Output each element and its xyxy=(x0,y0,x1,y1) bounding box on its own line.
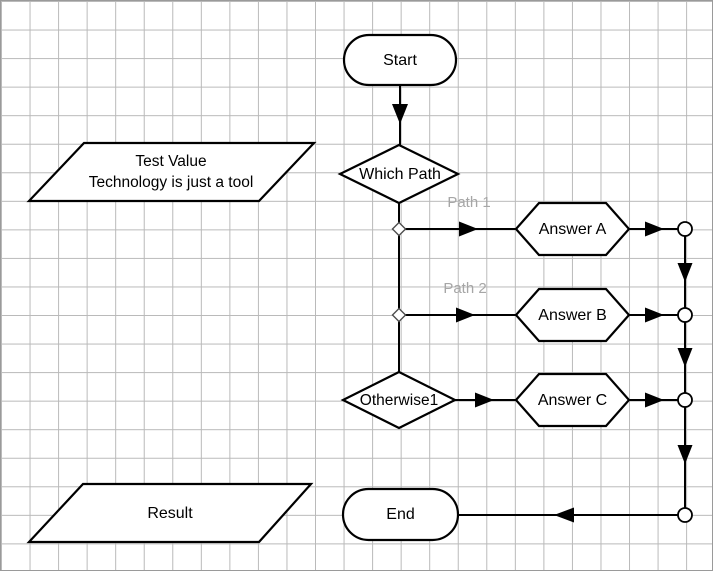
node-answer-b-hexagon[interactable] xyxy=(514,287,631,343)
node-answer-a-hexagon[interactable] xyxy=(514,201,631,257)
arrowhead-right-icon xyxy=(456,307,475,323)
connector-answer-c-out[interactable] xyxy=(629,392,678,408)
node-test-value-parallelogram[interactable] xyxy=(26,141,317,203)
arrowhead-right-icon xyxy=(459,221,478,237)
node-end-terminator[interactable] xyxy=(341,487,460,542)
junction-circle-4[interactable] xyxy=(677,507,693,523)
branch-diamond-handle-1[interactable] xyxy=(391,221,407,237)
arrowhead-right-icon xyxy=(645,307,664,323)
node-answer-c-hexagon[interactable] xyxy=(514,372,631,428)
arrowhead-right-icon xyxy=(645,221,664,237)
connector-right-rail-3[interactable] xyxy=(677,407,693,508)
junction-circle-1[interactable] xyxy=(677,221,693,237)
connector-to-end[interactable] xyxy=(458,507,678,523)
connector-right-rail-1[interactable] xyxy=(677,236,693,308)
connector-answer-b-out[interactable] xyxy=(629,307,678,323)
connector-otherwise-to-answer-c[interactable] xyxy=(455,392,516,408)
node-start-terminator[interactable] xyxy=(342,33,458,87)
arrowhead-down-icon xyxy=(677,263,693,282)
branch-diamond-handle-2[interactable] xyxy=(391,307,407,323)
arrowhead-down-icon xyxy=(392,104,408,124)
connector-path1[interactable] xyxy=(399,221,516,237)
node-result-parallelogram[interactable] xyxy=(26,482,314,544)
arrowhead-right-icon xyxy=(645,392,664,408)
connector-start-to-whichpath[interactable] xyxy=(392,85,408,145)
arrowhead-down-icon xyxy=(677,348,693,367)
arrowhead-down-icon xyxy=(677,445,693,464)
junction-circle-2[interactable] xyxy=(677,307,693,323)
arrowhead-left-icon xyxy=(554,507,574,523)
connector-right-rail-2[interactable] xyxy=(677,322,693,393)
connector-answer-a-out[interactable] xyxy=(629,221,678,237)
node-which-path-decision[interactable] xyxy=(337,143,461,205)
node-otherwise-decision[interactable] xyxy=(340,370,458,430)
connector-path2[interactable] xyxy=(399,307,516,323)
junction-circle-3[interactable] xyxy=(677,392,693,408)
arrowhead-right-icon xyxy=(475,392,494,408)
